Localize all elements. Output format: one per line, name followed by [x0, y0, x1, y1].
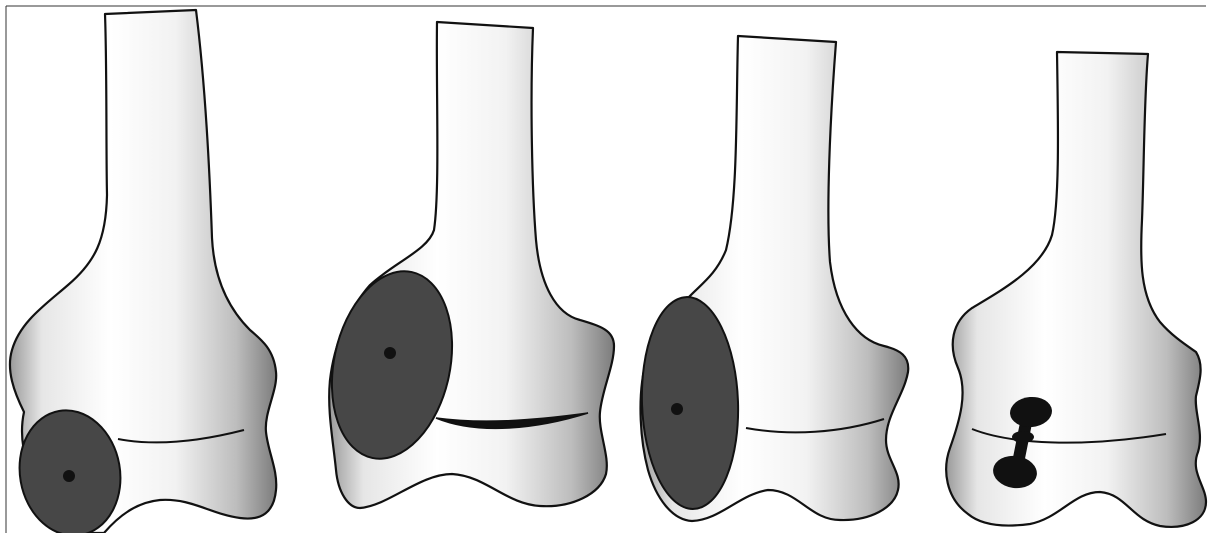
panel-4-screw-washer [1012, 431, 1034, 443]
panel-4-femur-outline [946, 52, 1206, 527]
panel-1-lesion-marker [63, 470, 75, 482]
panel-3-lesion-marker [671, 403, 683, 415]
panel-1 [10, 10, 276, 533]
panel-4 [946, 52, 1206, 527]
panel-2 [316, 22, 614, 508]
panel-2-lesion-marker [384, 347, 396, 359]
panel-3 [638, 36, 908, 521]
